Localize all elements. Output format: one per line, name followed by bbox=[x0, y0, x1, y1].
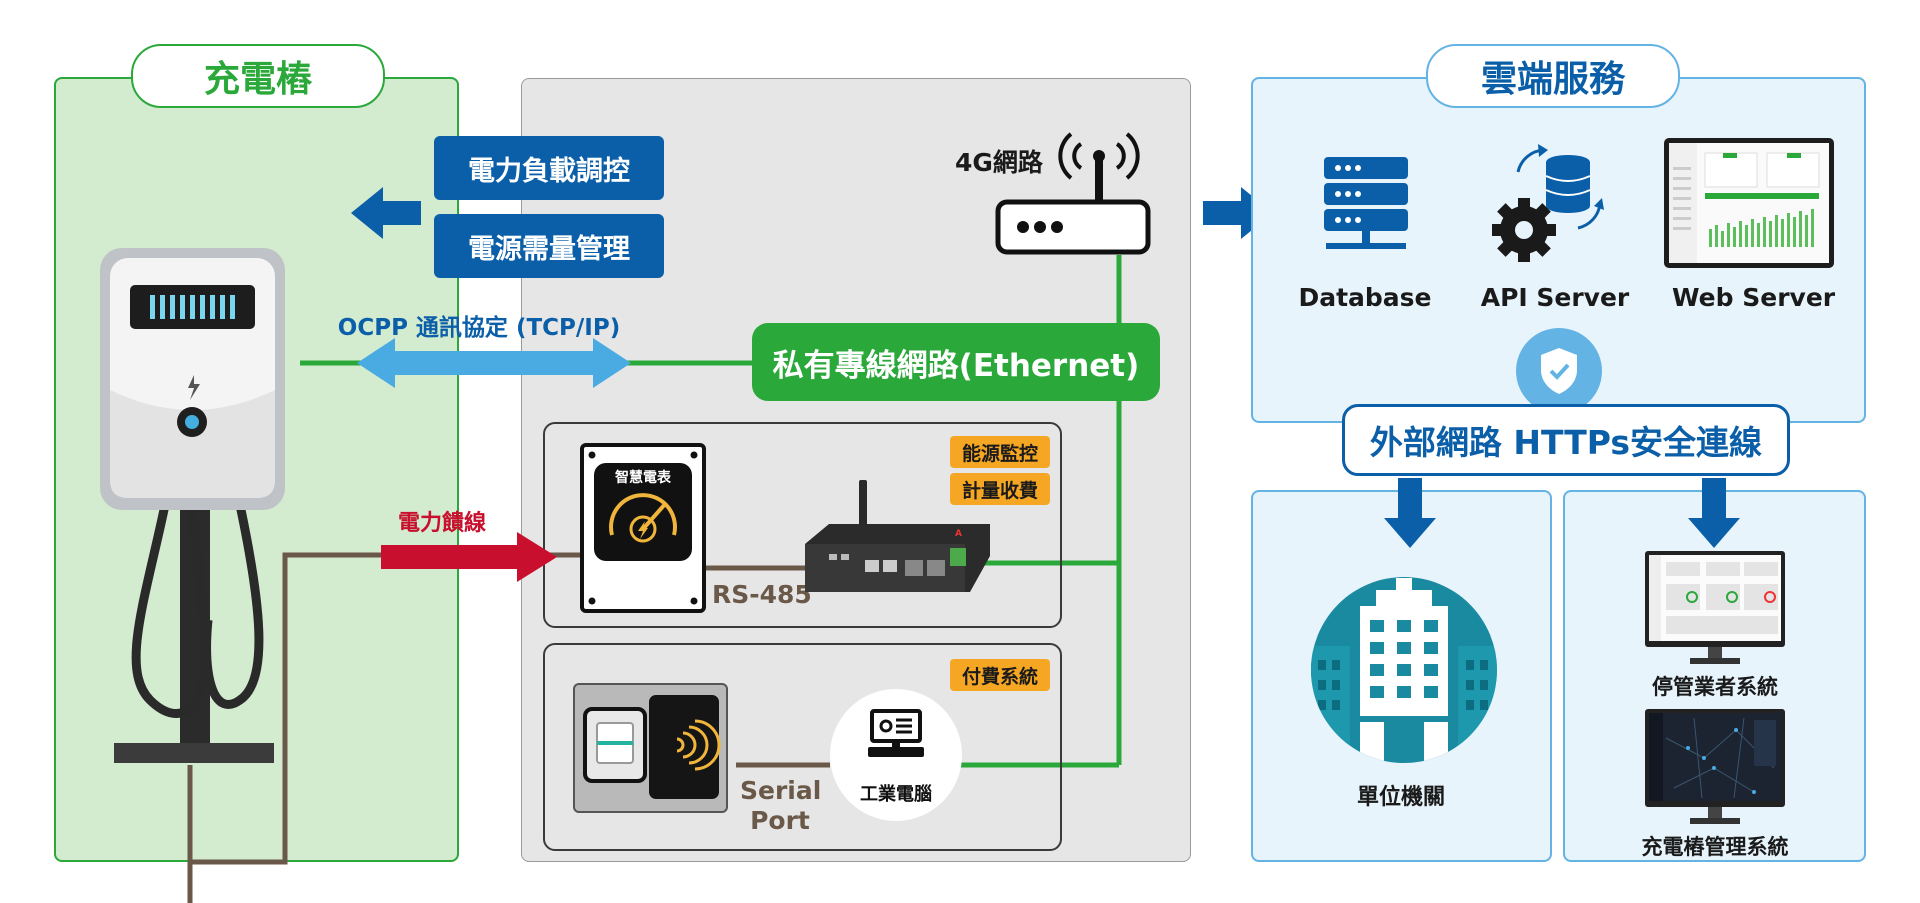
4g-label: 4G網路 bbox=[955, 148, 1043, 177]
payment-terminal-icon bbox=[573, 683, 728, 813]
agency-label: 單位機關 bbox=[1356, 785, 1445, 810]
web-server-dashboard-icon bbox=[1664, 138, 1834, 268]
charger-base bbox=[114, 743, 274, 763]
industrial-pc-icon bbox=[868, 709, 924, 757]
ocpp-label: OCPP 通訊協定 (TCP/IP) bbox=[337, 315, 621, 341]
parking-monitor-icon bbox=[1645, 551, 1785, 664]
parking-system-label: 停管業者系統 bbox=[1652, 675, 1778, 699]
smart-meter-label: 智慧電表 bbox=[615, 470, 671, 486]
https-secure-label: 外部網路 HTTPs安全連線 bbox=[1342, 404, 1790, 476]
shield-check-icon bbox=[1541, 348, 1577, 394]
charger-mgmt-monitor-icon bbox=[1645, 709, 1785, 824]
arrow-down-icon-2 bbox=[1688, 478, 1740, 548]
arrow-left-icon bbox=[351, 187, 421, 239]
ocpp-double-arrow bbox=[357, 338, 631, 388]
api-server-label: API Server bbox=[1480, 283, 1630, 312]
payment-subbox bbox=[543, 643, 1062, 851]
tag-energy-monitoring: 能源監控 bbox=[950, 436, 1050, 468]
smart-meter-icon bbox=[580, 443, 706, 613]
government-building-icon bbox=[1311, 577, 1497, 763]
private-ethernet-label: 私有專線網路(Ethernet) bbox=[752, 323, 1160, 401]
load-control-box: 電力負載調控 bbox=[434, 136, 664, 200]
svg-text:A: A bbox=[955, 529, 962, 539]
rs485-label: RS-485 bbox=[712, 580, 812, 609]
serial-port-label-line1: Serial bbox=[740, 776, 822, 805]
charger-mgmt-system-label: 充電樁管理系統 bbox=[1641, 835, 1789, 859]
charger-cable bbox=[131, 444, 211, 718]
api-server-icon bbox=[1492, 144, 1604, 262]
tag-payment-system: 付費系統 bbox=[950, 659, 1050, 691]
charger-panel-title: 充電樁 bbox=[131, 44, 385, 108]
database-icon bbox=[1324, 157, 1408, 249]
web-server-label: Web Server bbox=[1672, 283, 1836, 312]
meter-subbox bbox=[543, 422, 1062, 628]
iot-gateway-icon: A bbox=[805, 480, 990, 592]
power-feed-label: 電力饋線 bbox=[398, 511, 487, 536]
industrial-pc-label: 工業電腦 bbox=[860, 784, 932, 805]
demand-management-box: 電源需量管理 bbox=[434, 214, 664, 278]
router-4g-icon bbox=[995, 132, 1151, 255]
tag-metering-billing: 計量收費 bbox=[950, 473, 1050, 505]
serial-port-label-line2: Port bbox=[750, 806, 810, 835]
arrow-down-icon bbox=[1384, 478, 1436, 548]
power-feed-arrow bbox=[381, 532, 557, 582]
ev-charger-illustration bbox=[100, 248, 285, 763]
database-label: Database bbox=[1298, 283, 1432, 312]
cloud-panel-title: 雲端服務 bbox=[1426, 44, 1680, 108]
bolt-icon bbox=[188, 375, 200, 400]
